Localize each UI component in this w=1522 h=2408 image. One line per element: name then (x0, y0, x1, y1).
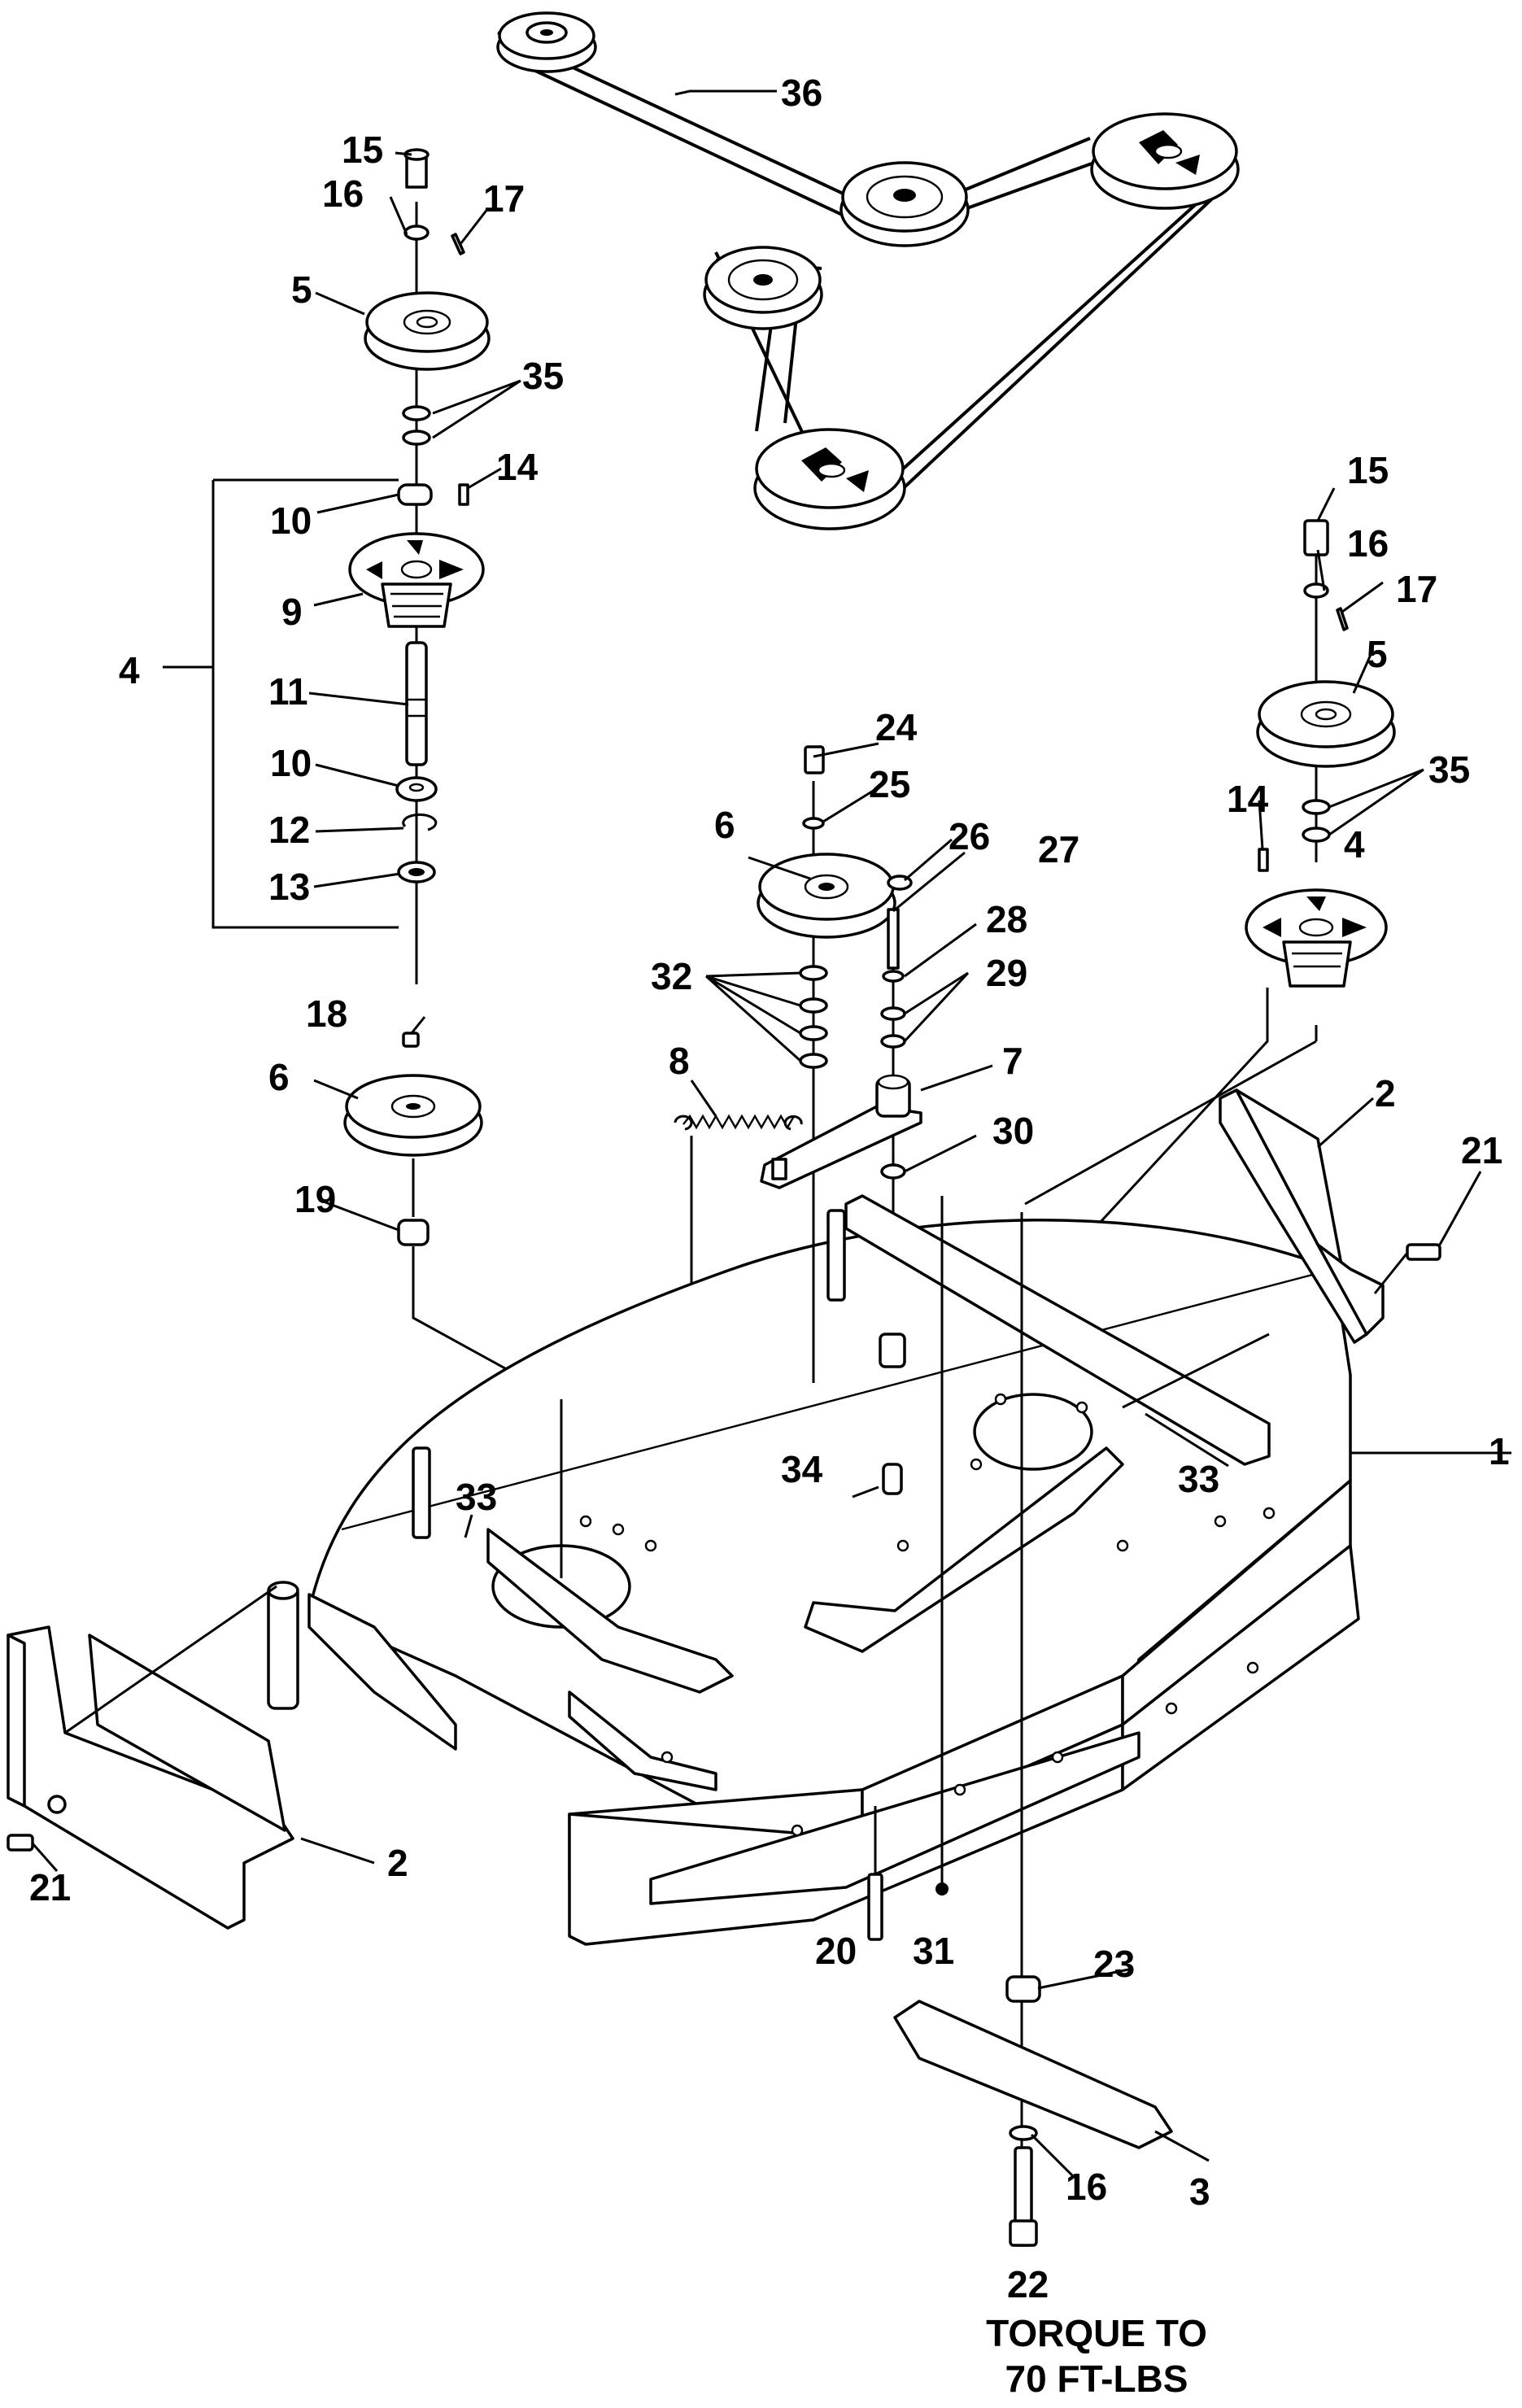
pulley-left-mid (703, 246, 823, 330)
idler-arm-7 (760, 1074, 922, 1189)
callout-3: 3 (1189, 2170, 1210, 2213)
callout-16: 16 (1347, 522, 1389, 565)
callout-21: 21 (1461, 1129, 1502, 1171)
callout-30: 30 (992, 1110, 1034, 1152)
mower-deck (267, 1188, 1360, 1946)
callout-8: 8 (669, 1040, 690, 1082)
callout-20: 20 (815, 1930, 857, 1972)
callout-11: 11 (268, 670, 308, 713)
callout-33: 33 (1178, 1458, 1219, 1500)
callout-7: 7 (1002, 1040, 1023, 1082)
pulley-top-left (496, 11, 597, 73)
callout-15: 15 (342, 129, 383, 171)
callout-28: 28 (986, 898, 1027, 940)
callout-6: 6 (268, 1056, 290, 1098)
callout-14: 14 (1227, 778, 1269, 820)
left-baffle (7, 1585, 294, 1930)
callout-35: 35 (522, 355, 564, 397)
callout-15: 15 (1347, 449, 1389, 491)
callout-17: 17 (483, 177, 525, 220)
callout-29: 29 (986, 952, 1027, 994)
callout-17: 17 (1396, 568, 1437, 610)
callout-34: 34 (781, 1448, 823, 1490)
right-baffle (1219, 1088, 1441, 1344)
callout-10: 10 (270, 499, 312, 542)
callout-13: 13 (268, 866, 310, 908)
idler-assembly (674, 745, 922, 1456)
callout-10: 10 (270, 742, 312, 784)
torque-note-line-2: 70 FT-LBS (1005, 2358, 1188, 2400)
left-idler (343, 1032, 562, 1401)
right-spindle-housing-4 (1245, 888, 1388, 988)
callout-14: 14 (496, 446, 539, 488)
callout-6: 6 (714, 804, 735, 846)
left-spindle-housing-9 (348, 532, 485, 628)
callout-31: 31 (913, 1930, 954, 1972)
callout-12: 12 (268, 809, 310, 851)
callout-35: 35 (1428, 748, 1470, 791)
pulley-center (839, 161, 970, 247)
torque-note: TORQUE TO 70 FT-LBS (986, 2312, 1207, 2400)
right-pulley-5 (1256, 680, 1396, 768)
right-spindle-assembly (950, 519, 1396, 1385)
belt-assembly (496, 11, 1240, 530)
callout-18: 18 (306, 992, 347, 1035)
callout-24: 24 (875, 706, 918, 748)
callout-21: 21 (29, 1866, 71, 1909)
callout-2: 2 (387, 1842, 408, 1884)
callout-19: 19 (294, 1178, 336, 1220)
torque-note-line-1: TORQUE TO (986, 2312, 1207, 2354)
idler-pulley-6a (757, 853, 896, 939)
callout-22: 22 (1007, 2263, 1049, 2305)
callout-33: 33 (456, 1476, 497, 1518)
callout-1: 1 (1489, 1430, 1510, 1472)
callout-4: 4 (119, 649, 140, 691)
callout-9: 9 (281, 591, 303, 633)
leader-lines (31, 89, 1511, 2179)
spring-8 (674, 1114, 803, 1131)
left-spindle-assembly (212, 148, 491, 984)
callout-16: 16 (1066, 2166, 1107, 2208)
callout-16: 16 (322, 172, 364, 215)
callout-25: 25 (869, 763, 910, 805)
callout-32: 32 (651, 955, 692, 997)
blade-hardware (867, 1196, 1173, 2247)
callout-23: 23 (1093, 1943, 1135, 1985)
callout-27: 27 (1038, 828, 1079, 870)
callout-5: 5 (291, 268, 312, 311)
callout-2: 2 (1375, 1072, 1396, 1115)
callout-4: 4 (1344, 823, 1365, 866)
callout-labels: 36 15 16 17 5 35 14 10 9 4 11 10 12 13 1… (29, 72, 1510, 2305)
pulley-bottom (753, 428, 906, 530)
callout-5: 5 (1367, 633, 1388, 675)
left-pulley-5 (364, 291, 491, 371)
callout-36: 36 (781, 72, 822, 114)
callout-26: 26 (949, 815, 990, 857)
pulley-right (1090, 112, 1240, 210)
left-spindle-shaft-11 (405, 641, 428, 766)
